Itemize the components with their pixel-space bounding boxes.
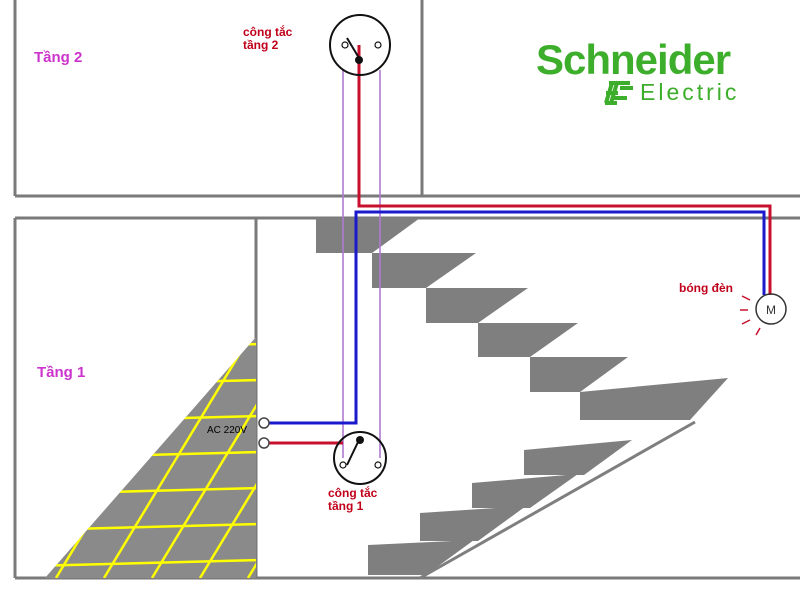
supply-terminals — [258, 417, 270, 449]
staircase — [316, 218, 728, 580]
traveller-wires — [342, 70, 381, 458]
switch-1-label-line2: tầng 1 — [328, 499, 364, 513]
brand-name-bottom: Electric — [640, 79, 740, 105]
switch-2-label: công tắc tầng 2 — [243, 26, 292, 52]
neutral-wire — [268, 210, 766, 425]
schneider-logo-mark — [604, 81, 633, 105]
floor-2-label: Tầng 2 — [34, 49, 83, 66]
switch-symbol — [333, 431, 387, 485]
lamp-symbol — [740, 293, 787, 336]
switch-1-label: công tắc tầng 1 — [328, 487, 377, 513]
switch-2-label-line2: tầng 2 — [243, 38, 279, 52]
phase-wire — [357, 45, 772, 295]
floor-1-label: Tầng 1 — [37, 364, 86, 381]
switch-symbol — [329, 14, 391, 76]
switch-1-label-line1: công tắc — [328, 486, 378, 500]
brand-name-top: Schneider — [536, 36, 731, 83]
switch-2-label-line1: công tắc — [243, 25, 293, 39]
lamp-symbol-letter: M — [766, 303, 776, 317]
lamp-label: bóng đèn — [679, 281, 733, 295]
supply-label: AC 220V — [207, 425, 248, 436]
